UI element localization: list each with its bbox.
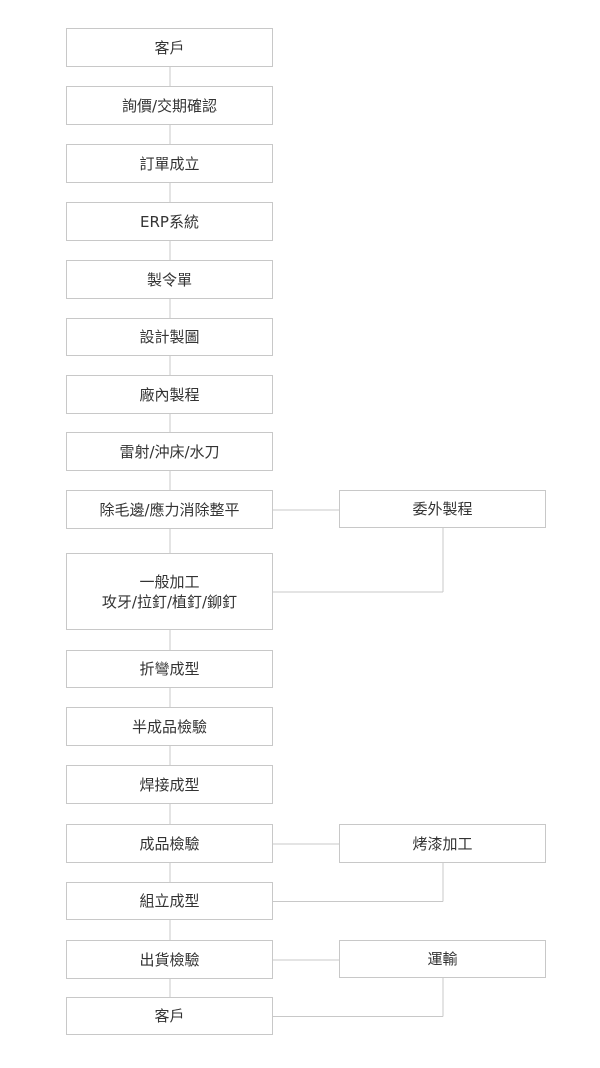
flow-step-label: 烤漆加工 <box>412 834 473 853</box>
flow-step-label: 成品檢驗 <box>139 834 200 853</box>
flow-step-bending: 折彎成型 <box>66 650 273 688</box>
flow-step-transport: 運輸 <box>339 940 546 978</box>
flow-step-semi-inspection: 半成品檢驗 <box>66 707 273 746</box>
flow-step-label: 折彎成型 <box>139 660 200 678</box>
flow-step-label: 廠內製程 <box>139 385 200 404</box>
flow-step-label: 運輸 <box>427 950 458 968</box>
flow-step-customer-end: 客戶 <box>66 997 273 1035</box>
flow-step-erp: ERP系統 <box>66 202 273 241</box>
flow-step-assembly: 組立成型 <box>66 882 273 920</box>
flow-step-label: 設計製圖 <box>139 328 200 346</box>
flow-step-label: 攻牙/拉釘/植釘/鉚釘 <box>101 592 238 611</box>
flow-step-customer-start: 客戶 <box>66 28 273 67</box>
flow-step-label: 半成品檢驗 <box>131 717 207 736</box>
flow-step-cutting: 雷射/沖床/水刀 <box>66 432 273 471</box>
flow-step-label: 客戶 <box>154 38 185 57</box>
flow-step-label: 雷射/沖床/水刀 <box>119 442 220 461</box>
flow-step-shipping-inspection: 出貨檢驗 <box>66 940 273 979</box>
flow-step-label: 組立成型 <box>139 892 200 910</box>
flow-step-inquiry: 詢價/交期確認 <box>66 86 273 125</box>
flow-step-label: 委外製程 <box>412 500 473 518</box>
flow-step-order: 訂單成立 <box>66 144 273 183</box>
flow-step-label: 出貨檢驗 <box>139 950 200 969</box>
flow-step-label: 製令單 <box>146 270 192 289</box>
flow-step-label: 一般加工 <box>139 572 200 591</box>
flow-step-work-order: 製令單 <box>66 260 273 299</box>
flow-step-deburr: 除毛邊/應力消除整平 <box>66 490 273 529</box>
flow-step-label: 焊接成型 <box>139 775 200 794</box>
flow-step-label: 客戶 <box>154 1007 185 1025</box>
flow-step-label: ERP系統 <box>140 212 199 231</box>
flow-step-final-inspection: 成品檢驗 <box>66 824 273 863</box>
flow-step-design: 設計製圖 <box>66 318 273 356</box>
flow-step-in-house: 廠內製程 <box>66 375 273 414</box>
flow-step-outsource: 委外製程 <box>339 490 546 528</box>
flow-step-label: 除毛邊/應力消除整平 <box>99 500 240 519</box>
flow-step-machining: 一般加工攻牙/拉釘/植釘/鉚釘 <box>66 553 273 630</box>
flow-step-welding: 焊接成型 <box>66 765 273 804</box>
flow-step-painting: 烤漆加工 <box>339 824 546 863</box>
flow-step-label: 詢價/交期確認 <box>121 96 218 115</box>
flow-step-label: 訂單成立 <box>139 154 200 173</box>
